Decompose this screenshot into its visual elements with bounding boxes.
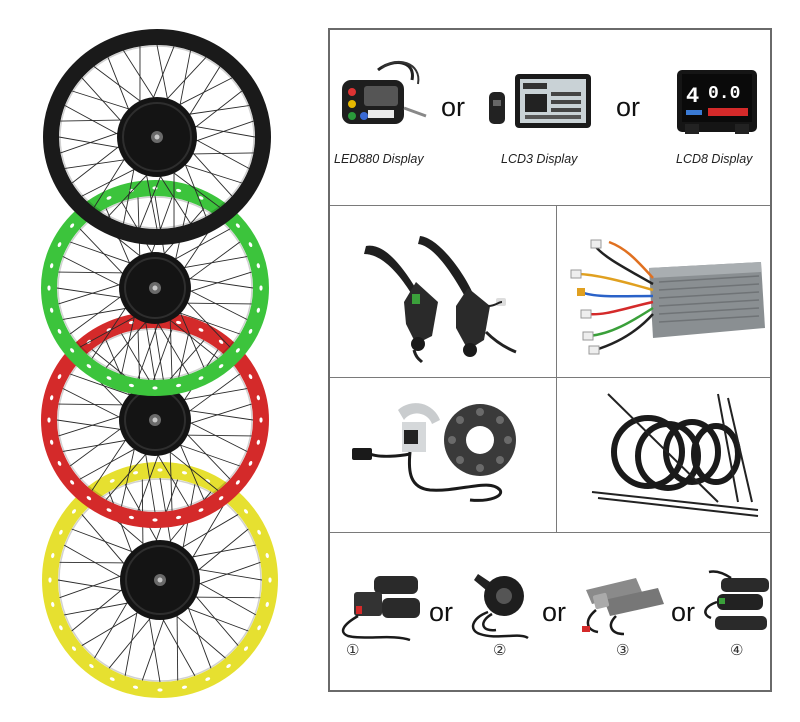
divider xyxy=(330,205,770,206)
or-label: or xyxy=(671,597,696,627)
half-twist-throttle-icon xyxy=(341,576,420,642)
or-label: or xyxy=(429,597,454,627)
controller-icon xyxy=(570,239,765,355)
throttle-number: ④ xyxy=(730,641,744,659)
divider xyxy=(556,205,557,532)
or-label: or xyxy=(616,92,641,122)
green-wheel xyxy=(41,180,269,396)
led-display-icon xyxy=(342,60,427,124)
or-label: or xyxy=(542,597,567,627)
lcd-display-icon xyxy=(489,74,591,128)
display-caption: LCD3 Display xyxy=(501,152,578,166)
thumb-throttle-icon xyxy=(471,574,529,640)
display-speed: 0.0 xyxy=(708,84,741,104)
brake-levers-icon xyxy=(364,236,517,364)
throttle-number: ③ xyxy=(616,641,630,659)
pas-sensor-icon xyxy=(352,403,516,502)
display-caption: LED880 Display xyxy=(334,152,424,166)
wheel-stack xyxy=(41,29,278,698)
display-level: 4 xyxy=(686,84,700,109)
throttle-number: ① xyxy=(346,641,360,659)
color-display-icon: 4 0.0 xyxy=(677,70,757,134)
cables-icon xyxy=(591,393,759,517)
or-label: or xyxy=(441,92,466,122)
divider xyxy=(330,532,770,533)
black-wheel xyxy=(43,29,271,245)
red-wheel xyxy=(41,312,269,528)
grip-throttle-icon xyxy=(704,570,769,630)
divider xyxy=(330,377,770,378)
full-twist-throttle-icon xyxy=(582,578,664,636)
throttle-number: ② xyxy=(493,641,507,659)
yellow-wheel xyxy=(42,462,278,698)
display-caption: LCD8 Display xyxy=(676,152,753,166)
